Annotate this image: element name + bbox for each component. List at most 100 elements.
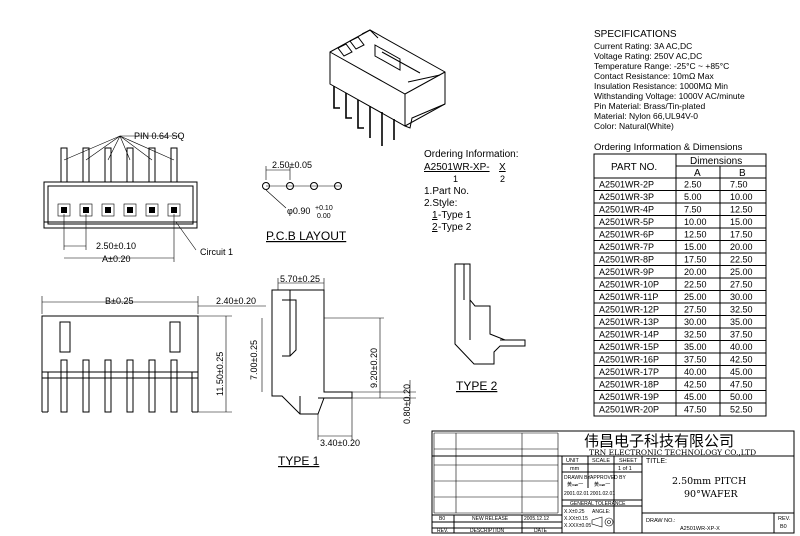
dim-a-cell: 27.50 — [684, 305, 707, 315]
dim-b-cell: 42.50 — [730, 355, 753, 365]
approved-by: APPROVED BY — [590, 475, 627, 481]
pin-tail — [171, 207, 177, 213]
rev-col: REV. — [437, 528, 448, 534]
rev-value: B0 — [780, 524, 787, 530]
dim-a-cell: 47.50 — [684, 405, 707, 415]
sheet-label: SHEET — [619, 458, 638, 464]
dim-a-cell: 2.50 — [684, 180, 702, 190]
general-tolerance: GENERAL TOLERANCE — [570, 501, 626, 507]
type1-34-dim: 3.40±0.20 — [320, 438, 360, 448]
spec-line: Contact Resistance: 10mΩ Max — [594, 71, 714, 81]
dim-b-cell: 22.50 — [730, 255, 753, 265]
spec-line: Color: Natural(White) — [594, 121, 674, 131]
part-number-cell: A2501WR-13P — [599, 317, 659, 327]
dim-a-cell: 25.00 — [684, 292, 707, 302]
spec-line: Insulation Resistance: 1000MΩ Min — [594, 81, 728, 91]
dim-b-cell: 20.00 — [730, 242, 753, 252]
desc-row: NEW RELEASE — [472, 516, 509, 522]
dim-b-cell: 7.50 — [730, 180, 748, 190]
style1-num: 1 — [432, 210, 438, 221]
dim-a-cell: 42.50 — [684, 380, 707, 390]
col-dims: Dimensions — [690, 156, 742, 167]
dim-a-cell: 7.50 — [684, 205, 702, 215]
order-item-1: 1.Part No. — [424, 186, 469, 197]
dim-b-cell: 52.50 — [730, 405, 753, 415]
code-num-2: 2 — [500, 174, 505, 184]
part-number-cell: A2501WR-17P — [599, 367, 659, 377]
approved-date: 2001.02.01 — [590, 491, 615, 497]
type1-7mm-dim: 7.00±0.25 — [249, 340, 259, 380]
pin-size-label: PIN 0.64 SQ — [134, 131, 185, 141]
company-en: TRN ELECTRONIC TECHNOLOGY CO.,LTD — [589, 448, 756, 457]
specifications: SPECIFICATIONS Current Rating: 3A AC,DC … — [594, 29, 745, 131]
date-row: 2005.12.12 — [524, 516, 549, 522]
front-side-dim: 2.40±0.20 — [216, 296, 256, 306]
front-pin — [148, 359, 156, 413]
table-heading: Ordering Information & Dimensions — [594, 142, 743, 153]
dim-b-cell: 35.00 — [730, 317, 753, 327]
part-number-cell: A2501WR-12P — [599, 305, 659, 315]
ordering-heading: Ordering Information: — [424, 149, 519, 160]
title-block: 伟昌电子科技有限公司 TRN ELECTRONIC TECHNOLOGY CO.… — [431, 430, 795, 534]
code-num-1: 1 — [453, 174, 458, 184]
pin-tail — [127, 207, 133, 213]
part-number-cell: A2501WR-10P — [599, 280, 659, 290]
dim-b-cell: 37.50 — [730, 330, 753, 340]
dim-b-cell: 40.00 — [730, 342, 753, 352]
isometric-view — [329, 29, 446, 146]
type1-92-dim: 9.20±0.20 — [369, 348, 379, 388]
col-a: A — [694, 168, 701, 179]
rev-row: B0 — [439, 516, 445, 522]
front-pin — [126, 359, 134, 413]
part-number-cell: A2501WR-8P — [599, 255, 654, 265]
dim-b-cell: 27.50 — [730, 280, 753, 290]
part-number-cell: A2501WR-3P — [599, 192, 654, 202]
spec-line: Withstanding Voltage: 1000V AC/minute — [594, 91, 745, 101]
tolerance-3: X.XXX±0.05 — [564, 523, 591, 529]
tolerance-2: X.XX±0.15 — [564, 516, 588, 522]
pin-tail — [61, 207, 67, 213]
dim-b-cell: 15.00 — [730, 217, 753, 227]
part-number-cell: A2501WR-9P — [599, 267, 654, 277]
scale-label: SCALE — [592, 458, 610, 464]
pin-body — [170, 147, 178, 183]
part-number-cell: A2501WR-6P — [599, 230, 654, 240]
sheet-value: 1 of 1 — [618, 466, 632, 472]
style2-label: -Type 2 — [438, 222, 472, 233]
spec-heading: SPECIFICATIONS — [594, 29, 677, 40]
col-part: PART NO. — [611, 162, 657, 173]
top-pitch-dim: 2.50±0.10 — [96, 241, 136, 251]
dim-a-cell: 30.00 — [684, 317, 707, 327]
part-number-cell: A2501WR-15P — [599, 342, 659, 352]
type2-title: TYPE 2 — [456, 379, 498, 393]
dim-a-cell: 37.50 — [684, 355, 707, 365]
desc-col: DESCRIPTION — [470, 528, 505, 534]
front-pin — [170, 359, 178, 413]
pcb-pitch-dim: 2.50±0.05 — [272, 160, 312, 170]
type2-view: TYPE 2 — [454, 263, 526, 393]
dim-b-cell: 17.50 — [730, 230, 753, 240]
hole-dia: φ0.90 — [287, 206, 310, 216]
dim-a-cell: 10.00 — [684, 217, 707, 227]
draw-no-label: DRAW NO.: — [646, 518, 676, 524]
pin-tail — [149, 207, 155, 213]
hole-tol-zero: 0.00 — [317, 213, 331, 220]
part-number-cell: A2501WR-11P — [599, 292, 658, 302]
pin-pad — [123, 203, 137, 217]
front-b-dim: B±0.25 — [105, 296, 133, 306]
spec-line: Pin Material: Brass/Tin-plated — [594, 101, 705, 111]
pin-body — [82, 147, 90, 183]
type1-top-dim: 5.70±0.25 — [280, 274, 320, 284]
hole-tol-plus: +0.10 — [315, 205, 333, 212]
drawn-by: DRAWN BY — [564, 475, 591, 481]
dim-a-cell: 15.00 — [684, 242, 707, 252]
pin-body — [60, 147, 68, 183]
angle-label: ANGLE: — [592, 509, 610, 515]
dim-a-cell: 12.50 — [684, 230, 707, 240]
part-number-cell: A2501WR-5P — [599, 217, 654, 227]
dim-a-cell: 40.00 — [684, 367, 707, 377]
product-line-2: 90°WAFER — [684, 489, 739, 500]
pin-pad — [145, 203, 159, 217]
ordering-table: Ordering Information & Dimensions PART N… — [593, 142, 767, 417]
